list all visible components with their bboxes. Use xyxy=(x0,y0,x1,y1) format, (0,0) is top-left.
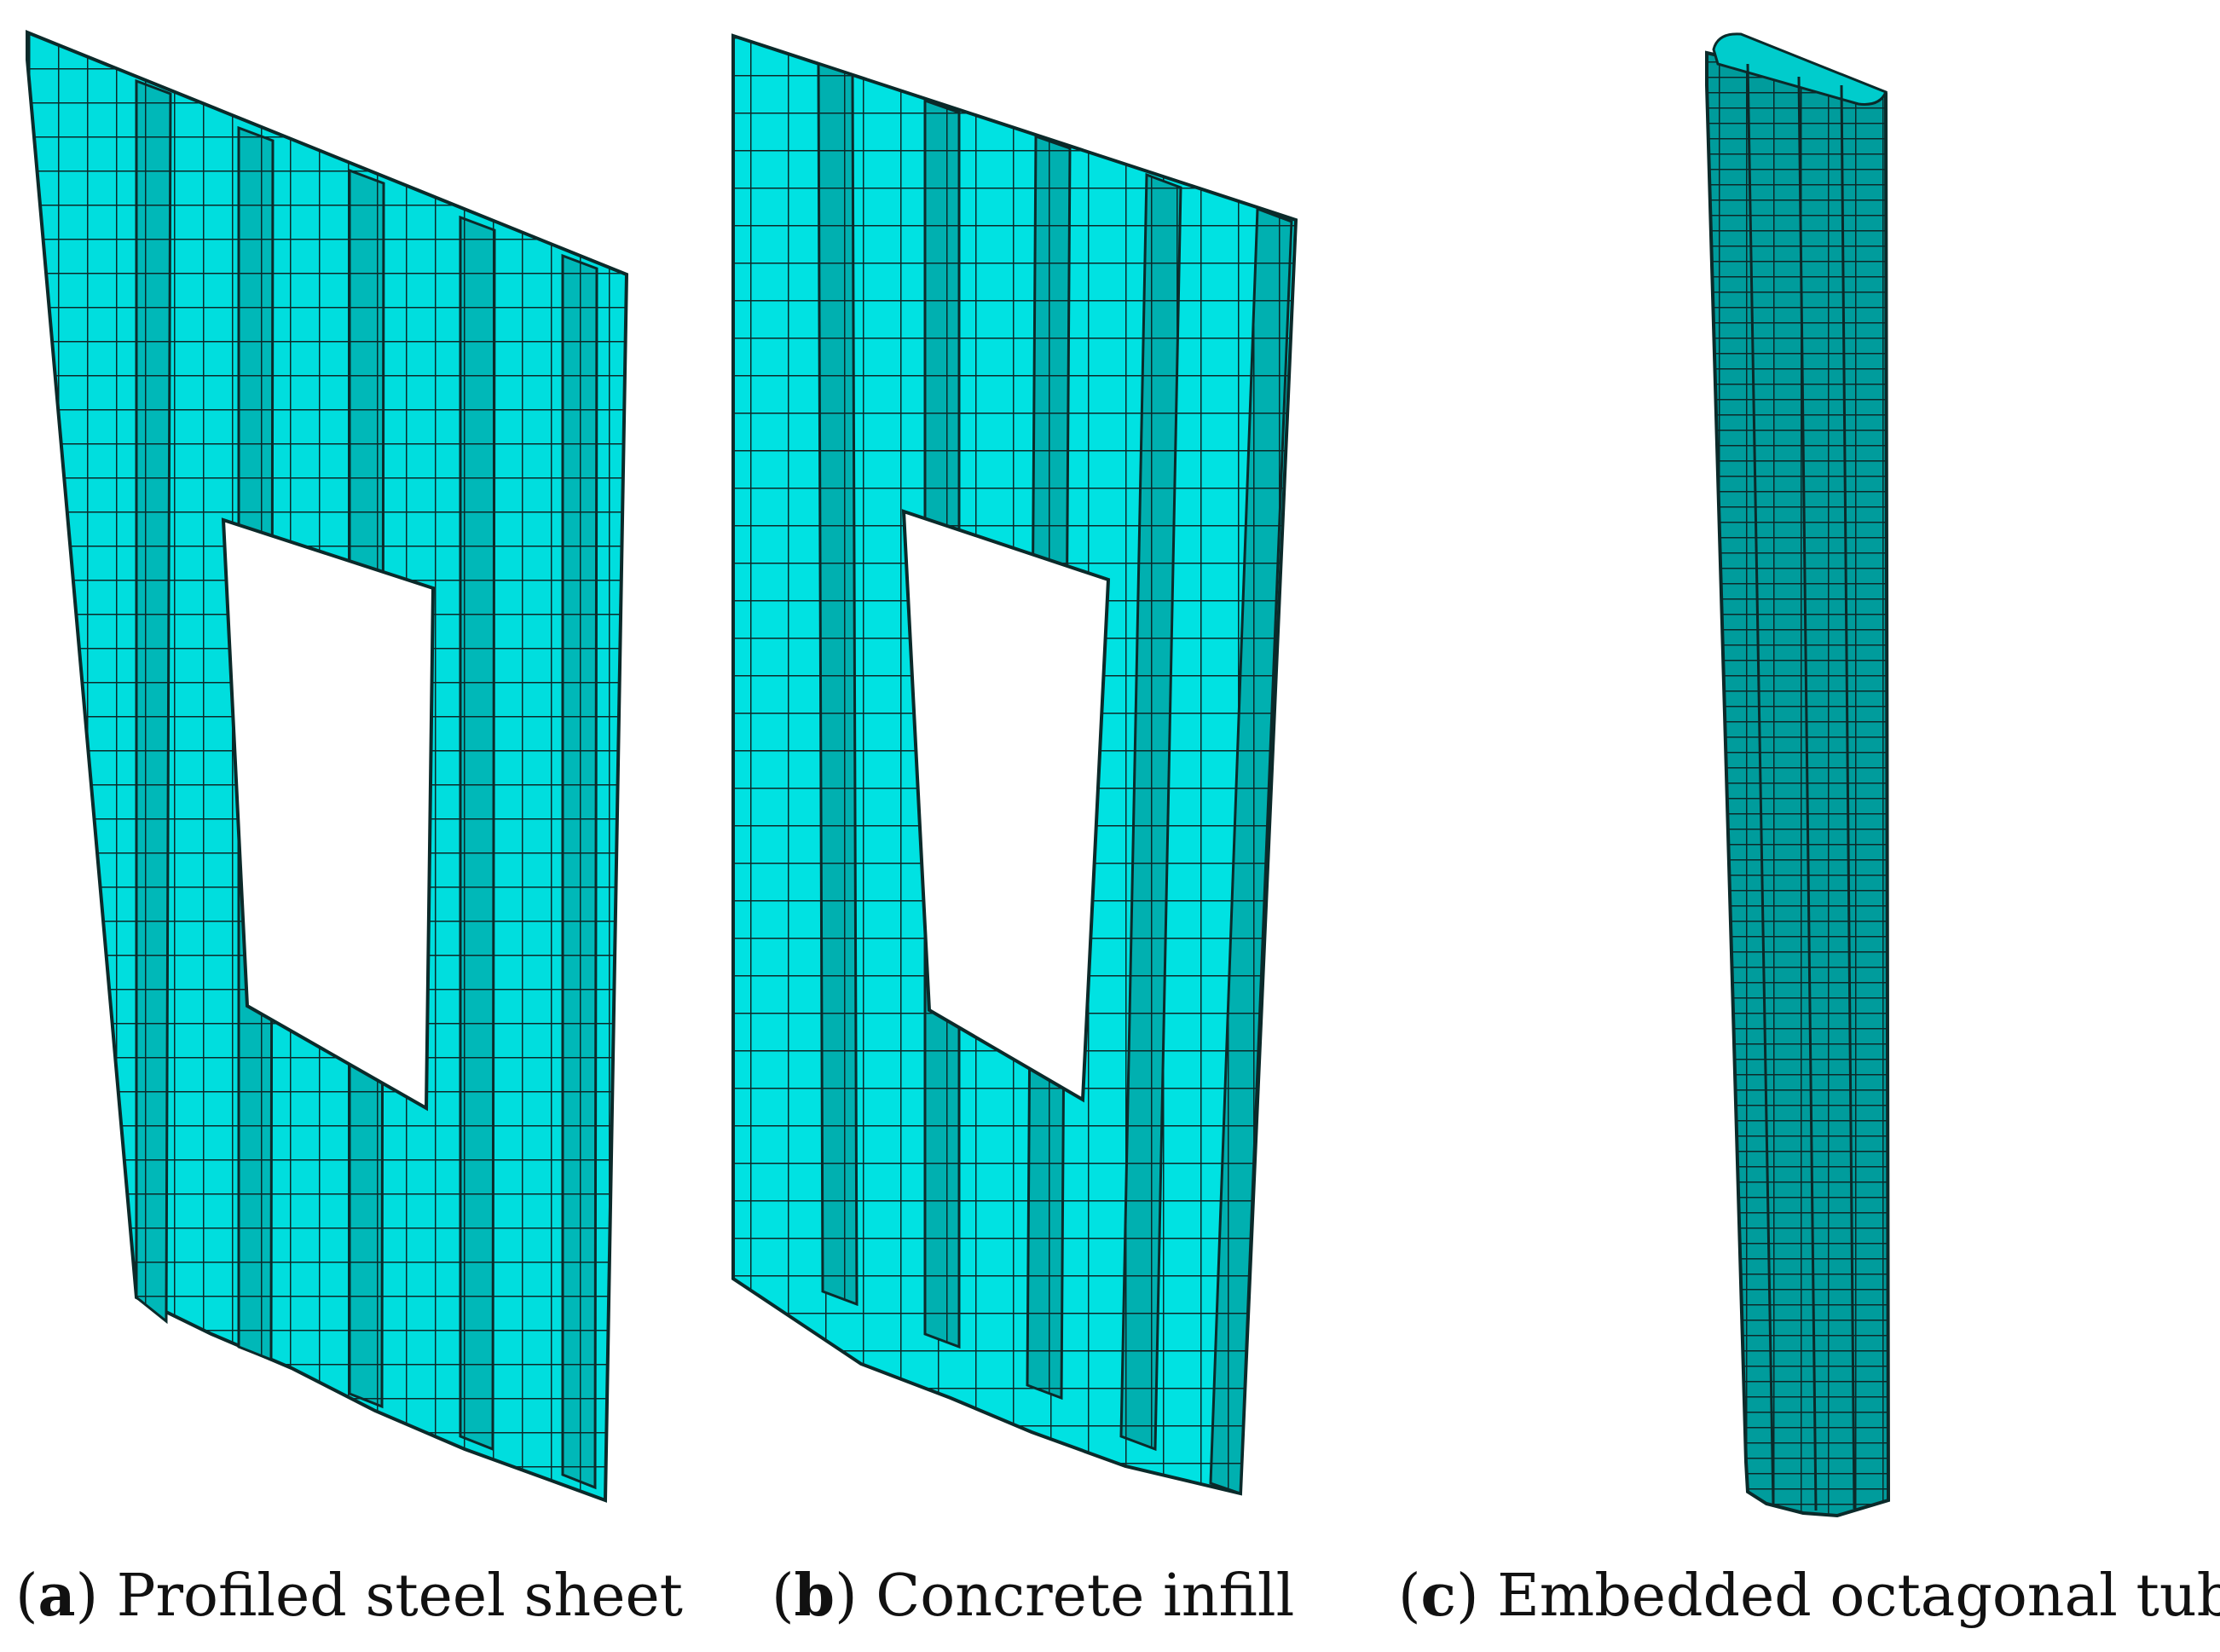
caption-a-text: Profiled steel sheet xyxy=(116,1562,684,1630)
tube-edge-3 xyxy=(1840,84,1856,1510)
tube-edge-1 xyxy=(1746,63,1775,1505)
infill-block-side-5 xyxy=(1209,206,1293,1496)
infill-block-side-4 xyxy=(1119,172,1182,1452)
concrete-infill-model xyxy=(731,33,1298,1496)
caption-b-text: Concrete infill xyxy=(876,1562,1295,1630)
caption-a-letter: a xyxy=(38,1562,76,1630)
profiled-steel-sheet-model xyxy=(26,30,629,1503)
sheet-rib-1 xyxy=(135,78,172,1325)
infill-block-side-1 xyxy=(817,61,859,1307)
tube-edge-2 xyxy=(1797,76,1818,1511)
caption-a: (a) Profiled steel sheet xyxy=(15,1562,684,1630)
caption-c: (c) Embedded octagonal tube xyxy=(1398,1567,2220,1626)
sheet-opening xyxy=(221,517,436,1112)
sheet-rib-5 xyxy=(561,253,598,1490)
caption-c-text: Embedded octagonal tube xyxy=(1497,1562,2220,1630)
caption-c-letter: c xyxy=(1420,1562,1456,1630)
caption-b-letter: b xyxy=(794,1562,835,1630)
caption-b: (b) Concrete infill xyxy=(772,1562,1295,1630)
tube-body xyxy=(1705,50,1891,1518)
infill-opening xyxy=(901,509,1111,1103)
embedded-octagonal-tube-model xyxy=(1705,32,1891,1518)
sheet-rib-4 xyxy=(459,215,496,1452)
